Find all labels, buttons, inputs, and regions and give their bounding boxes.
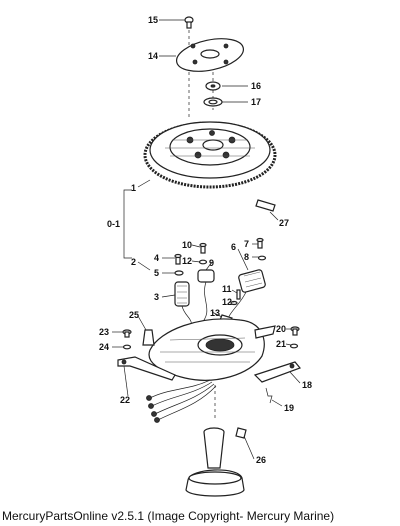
callout-20: 20: [276, 324, 286, 334]
callout-17: 17: [251, 97, 261, 107]
callout-22: 22: [120, 395, 130, 405]
part-screw-10: [199, 242, 207, 254]
part-link-arm-22: [117, 356, 176, 381]
callout-26: 26: [256, 455, 266, 465]
callout-4: 4: [154, 253, 159, 263]
part-washer-8: [257, 255, 267, 261]
part-washer-21: [289, 343, 299, 349]
part-coil-6: [238, 269, 266, 293]
part-clip-19: [265, 387, 273, 404]
part-stator-plate-2: [148, 318, 276, 381]
group-bracket: [123, 189, 132, 259]
callout-5: 5: [154, 268, 159, 278]
part-washer-12: [198, 259, 208, 265]
callout-3: 3: [154, 292, 159, 302]
part-plate-14: [175, 38, 245, 72]
callout-10: 10: [182, 240, 192, 250]
callout-23: 23: [99, 327, 109, 337]
callout-14: 14: [148, 51, 158, 61]
wire-harness: [146, 379, 217, 423]
callout-12a: 12: [182, 256, 192, 266]
callout-8: 8: [244, 252, 249, 262]
callout-18: 18: [302, 380, 312, 390]
callout-24: 24: [99, 342, 109, 352]
callout-1: 1: [131, 183, 136, 193]
part-screw-15: [184, 16, 194, 29]
part-washer-5: [174, 270, 184, 276]
leader-lines: [112, 19, 301, 460]
part-shaft-26: [185, 385, 247, 497]
callout-21: 21: [276, 339, 286, 349]
callout-12b: 12: [222, 297, 232, 307]
copyright-caption: MercuryPartsOnline v2.5.1 (Image Copyrig…: [2, 509, 335, 523]
part-nut-16: [205, 81, 221, 91]
part-link-arm-18: [253, 361, 302, 383]
part-washer-24: [122, 344, 132, 350]
callout-13: 13: [210, 308, 220, 318]
part-washer-17: [203, 97, 223, 107]
callout-27: 27: [279, 218, 289, 228]
part-screw-7: [256, 237, 264, 249]
callout-0-1: 0-1: [107, 219, 120, 229]
part-key-27: [255, 199, 276, 212]
part-screw-23: [122, 329, 132, 338]
callout-25: 25: [129, 310, 139, 320]
part-screw-20: [290, 326, 300, 336]
callout-7: 7: [244, 239, 249, 249]
callout-19: 19: [284, 403, 294, 413]
callout-11: 11: [222, 284, 232, 294]
callout-2: 2: [131, 257, 136, 267]
part-screw-4: [174, 253, 182, 265]
callout-15: 15: [148, 15, 158, 25]
callout-6: 6: [231, 242, 236, 252]
part-flywheel-1: [143, 121, 277, 189]
callout-9: 9: [209, 258, 214, 268]
part-grommet-25: [142, 329, 155, 346]
part-screw-11: [236, 289, 241, 300]
callout-16: 16: [251, 81, 261, 91]
part-coil-3: [174, 281, 190, 307]
